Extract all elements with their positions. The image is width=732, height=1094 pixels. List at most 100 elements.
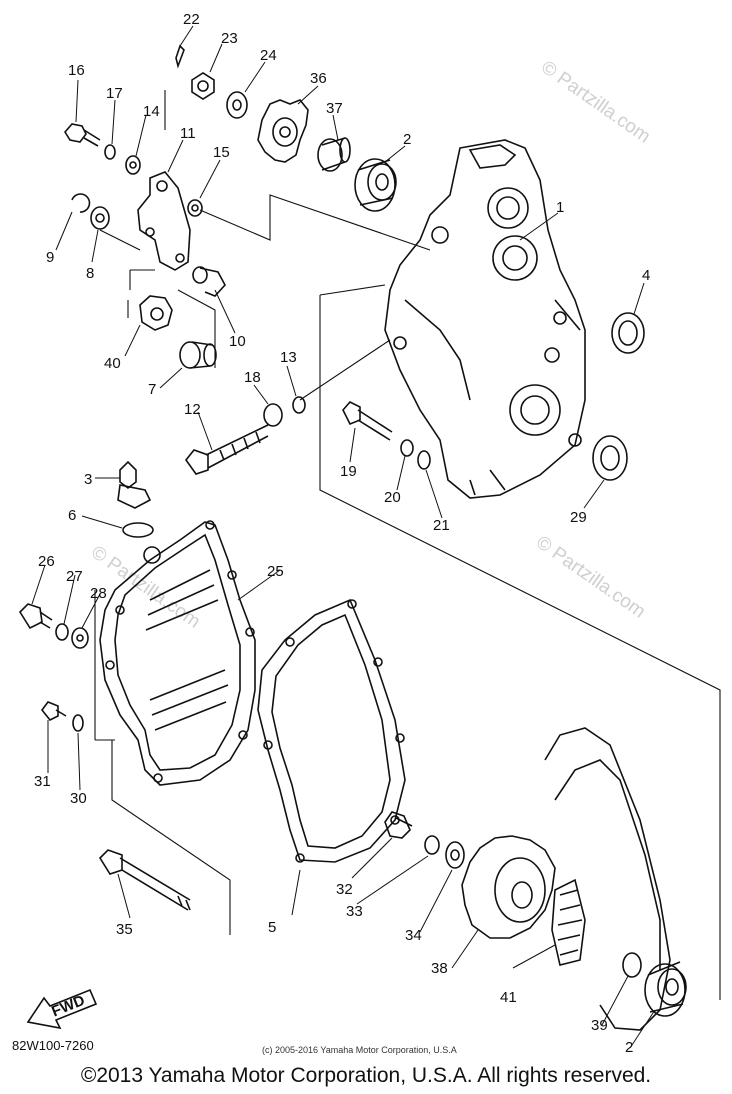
chain-outline: [544, 727, 671, 1031]
part-label: 36: [310, 70, 327, 87]
part-label: 24: [260, 47, 277, 64]
lever-11: [137, 171, 191, 271]
part-label: 7: [148, 381, 156, 398]
collar-15: [187, 199, 203, 217]
washer-39: [622, 952, 642, 978]
cotter-pin-22: [175, 44, 185, 69]
bolt-16: [64, 123, 101, 147]
part-label: 21: [433, 517, 450, 534]
bolt-35: [98, 849, 191, 911]
sprocket-36: [257, 99, 309, 163]
washer-28: [71, 627, 89, 649]
part-label: 6: [68, 507, 76, 524]
part-label: 16: [68, 62, 85, 79]
watermark: © Partzilla.com: [537, 57, 654, 148]
sprocket-38: [461, 835, 556, 939]
watermark: © Partzilla.com: [532, 532, 649, 623]
washer-34: [445, 841, 465, 869]
bearing-2-lower: [644, 961, 687, 1017]
seal-4: [611, 312, 645, 354]
bolt-19: [342, 401, 393, 441]
part-label: 5: [268, 919, 276, 936]
part-label: 4: [642, 267, 650, 284]
bushing-37: [317, 137, 351, 172]
part-label: 39: [591, 1017, 608, 1034]
washer-21: [417, 450, 431, 470]
bearing-2-upper: [354, 158, 397, 212]
part-label: 35: [116, 921, 133, 938]
part-label: 9: [46, 249, 54, 266]
part-label: 12: [184, 401, 201, 418]
part-label: 3: [84, 471, 92, 488]
part-label: 29: [570, 509, 587, 526]
part-label: 13: [280, 349, 297, 366]
part-label: 30: [70, 790, 87, 807]
part-label: 10: [229, 333, 246, 350]
lower-parts: [18, 460, 687, 1031]
assembly-lines: [94, 90, 721, 1000]
washer-27: [55, 623, 69, 641]
part-label: 11: [180, 125, 196, 142]
bolt-32: [384, 811, 413, 839]
small-copyright: (c) 2005-2016 Yamaha Motor Corporation, …: [262, 1045, 457, 1055]
pin-10: [192, 266, 226, 297]
washer-18: [263, 403, 283, 427]
nut-23: [191, 72, 215, 100]
footer-copyright: ©2013 Yamaha Motor Corporation, U.S.A. A…: [80, 1064, 652, 1087]
part-label: 17: [106, 85, 123, 102]
upper-parts: [64, 44, 645, 481]
part-label: 34: [405, 927, 422, 944]
bolt-12: [184, 424, 269, 475]
washer-8: [90, 206, 110, 230]
washer-14: [125, 155, 141, 175]
part-label: 18: [244, 369, 261, 386]
part-label: 31: [34, 773, 51, 790]
part-label: 32: [336, 881, 353, 898]
bolt-26: [18, 603, 53, 630]
bushing-7: [179, 341, 217, 369]
washer-24: [226, 91, 248, 119]
part-label: 38: [431, 960, 448, 977]
chain-41: [551, 878, 586, 966]
part-label: 40: [104, 355, 121, 372]
o-ring-6: [122, 522, 154, 538]
cover-part-25: [99, 520, 256, 786]
gear-40: [139, 295, 173, 331]
part-label: 15: [213, 144, 230, 161]
part-label: 22: [183, 11, 200, 28]
fwd-arrow-icon: FWD: [26, 988, 98, 1030]
washer-13: [292, 396, 306, 414]
part-label: 2: [625, 1039, 633, 1056]
washer-20: [400, 439, 414, 457]
part-label: 19: [340, 463, 357, 480]
gasket-part-5: [257, 598, 406, 863]
part-label: 41: [500, 989, 517, 1006]
washer-30: [72, 714, 84, 732]
part-label: 25: [267, 563, 284, 580]
part-labels: 22 23 24 16 17 14 11 36 37 15 2 1 9 8 4 …: [34, 11, 650, 1056]
diagram-code: 82W100-7260: [12, 1038, 94, 1053]
part-label: 1: [556, 199, 564, 216]
bolt-31: [40, 701, 67, 722]
fwd-label: FWD: [49, 992, 87, 1021]
part-label: 14: [143, 103, 160, 120]
plug-3: [117, 460, 152, 509]
washer-33: [424, 835, 440, 855]
part-label: 26: [38, 553, 55, 570]
seal-29: [592, 435, 628, 481]
housing-part-1: [384, 139, 586, 499]
washer-17: [104, 144, 116, 160]
part-label: 2: [403, 131, 411, 148]
clip-9: [71, 193, 91, 213]
part-label: 27: [66, 568, 83, 585]
part-label: 37: [326, 100, 343, 117]
watermarks: © Partzilla.com © Partzilla.com © Partzi…: [87, 57, 654, 633]
part-label: 33: [346, 903, 363, 920]
part-label: 28: [90, 585, 107, 602]
part-label: 23: [221, 30, 238, 47]
label-leaders: [31, 25, 656, 1049]
part-label: 20: [384, 489, 401, 506]
part-label: 8: [86, 265, 94, 282]
